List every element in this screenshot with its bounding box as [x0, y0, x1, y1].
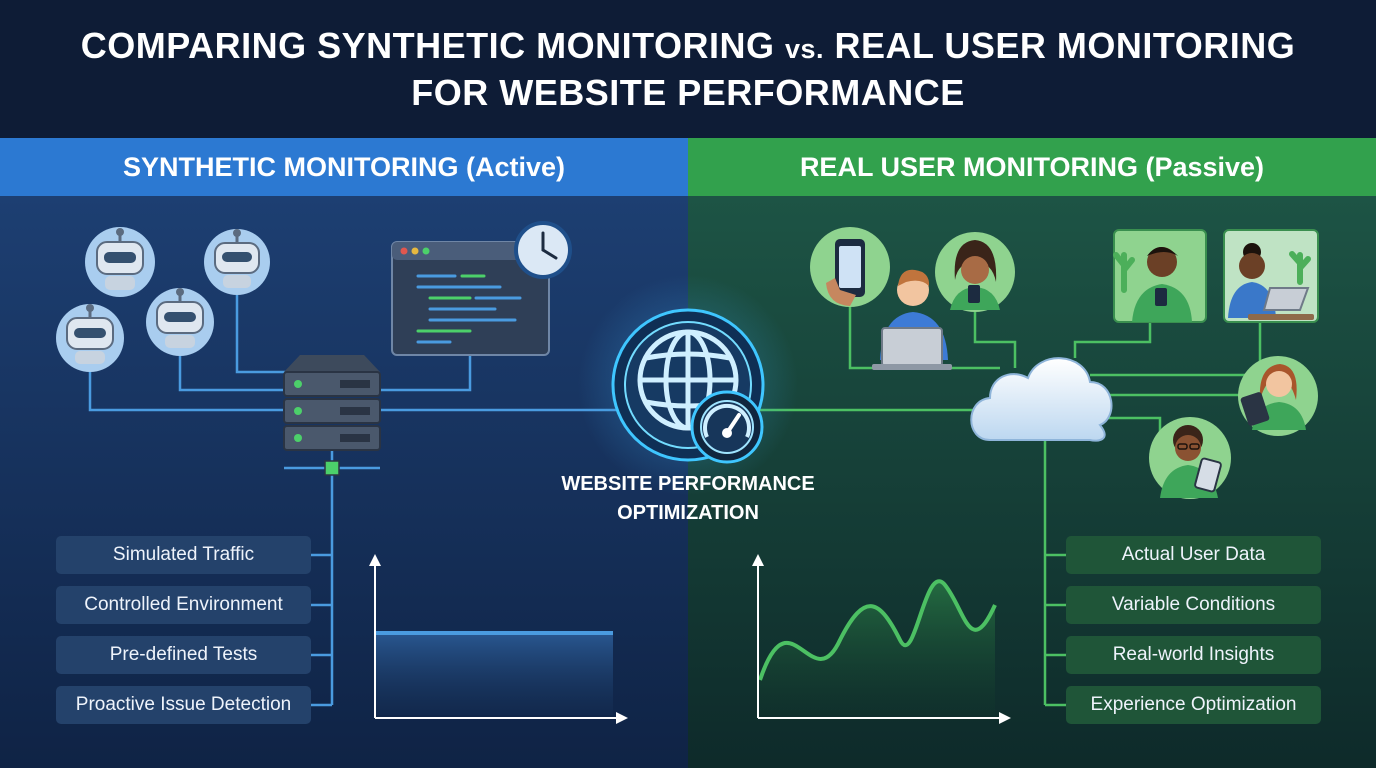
smartphone-icon [810, 227, 890, 307]
server-icon [283, 355, 381, 476]
synthetic-header: SYNTHETIC MONITORING (Active) [0, 138, 688, 196]
page-title: COMPARING SYNTHETIC MONITORING vs. REAL … [0, 24, 1376, 115]
cloud-icon [970, 357, 1113, 442]
rum-feature-real-world-insights: Real-world Insights [1066, 636, 1321, 674]
rum-chart-line [758, 579, 997, 681]
code-window-icon [391, 241, 550, 356]
tablet-icon [1149, 417, 1231, 499]
hub-label: WEBSITE PERFORMANCE OPTIMIZATION [561, 473, 815, 524]
rum-feature-variable-conditions: Variable Conditions [1066, 586, 1321, 624]
synthetic-chart-area [375, 633, 613, 715]
title-line-2: FOR WEBSITE PERFORMANCE [411, 72, 965, 113]
robot-icon [85, 227, 155, 297]
synthetic-chart [369, 554, 628, 724]
globe-icon [578, 275, 798, 495]
robot-icon [204, 229, 270, 295]
title-line-1: COMPARING SYNTHETIC MONITORING vs. REAL … [0, 24, 1376, 71]
clock-icon [514, 221, 572, 279]
rum-chart [752, 554, 1011, 724]
title-band [0, 0, 1376, 138]
rum-feature-experience-optimization: Experience Optimization [1066, 686, 1321, 724]
rum-header: REAL USER MONITORING (Passive) [688, 138, 1376, 196]
rum-chart-area [760, 581, 995, 715]
title-part-rum: REAL USER MONITORING [834, 25, 1296, 66]
laptop-icon [1223, 229, 1319, 323]
person-icon [1113, 229, 1207, 323]
title-vs: vs. [784, 34, 825, 64]
speedometer-icon [690, 390, 764, 464]
synthetic-feature-predefined-tests: Pre-defined Tests [56, 636, 311, 674]
title-part-synthetic: COMPARING SYNTHETIC MONITORING [80, 25, 775, 66]
laptop-icon [872, 269, 952, 370]
rum-feature-actual-user-data: Actual User Data [1066, 536, 1321, 574]
synthetic-feature-simulated-traffic: Simulated Traffic [56, 536, 311, 574]
person-icon [935, 232, 1015, 312]
synthetic-feature-proactive-detection: Proactive Issue Detection [56, 686, 311, 724]
robot-icon [56, 304, 124, 372]
robot-icon [146, 288, 214, 356]
tablet-icon [1238, 356, 1318, 436]
synthetic-feature-controlled-environment: Controlled Environment [56, 586, 311, 624]
